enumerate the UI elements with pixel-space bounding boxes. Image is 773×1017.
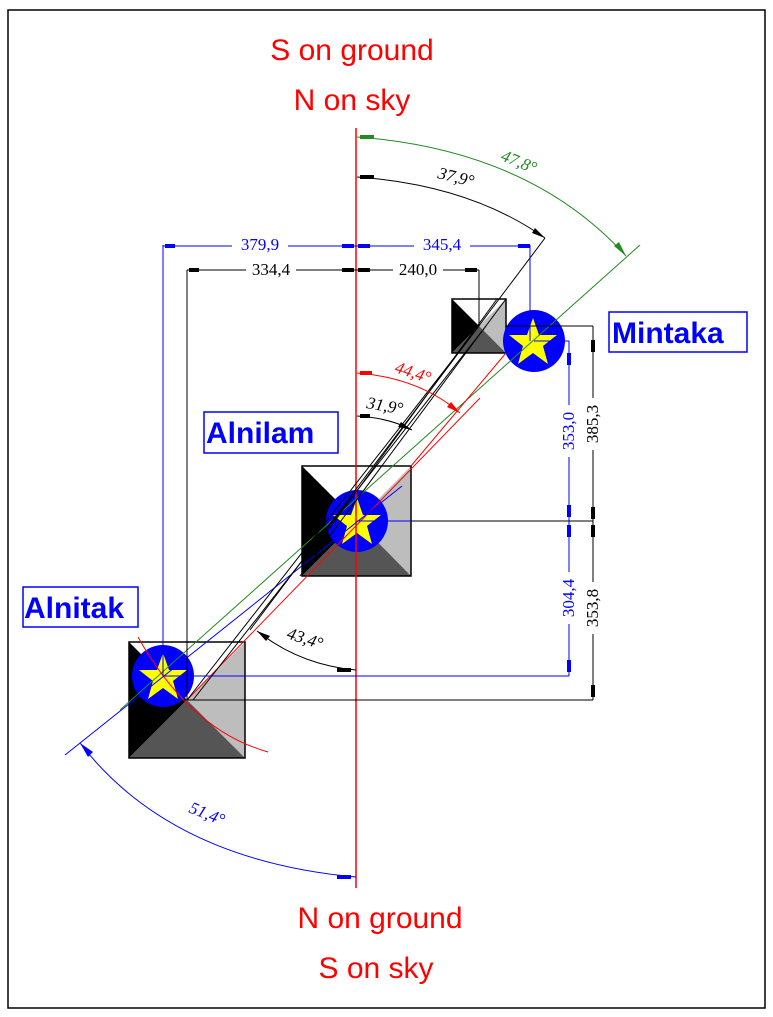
bottom-direction-line1: N on ground	[297, 902, 462, 935]
alignment-line-black-2	[249, 237, 546, 631]
svg-text:44,4°: 44,4°	[393, 358, 434, 387]
drawing-frame	[7, 9, 766, 1009]
alignment-line-red	[186, 397, 481, 701]
svg-text:37,9°: 37,9°	[435, 163, 476, 191]
svg-text:304,4: 304,4	[559, 578, 578, 617]
svg-text:345,4: 345,4	[423, 235, 462, 254]
svg-text:385,3: 385,3	[583, 405, 602, 443]
dimension-345-4: 345,4	[356, 235, 530, 254]
svg-text:43,4°: 43,4°	[285, 624, 326, 653]
alignment-line-green	[119, 244, 641, 711]
dimension-304-4: 304,4	[559, 525, 578, 672]
label-alnilam: Alnilam	[203, 411, 339, 454]
svg-text:240,0: 240,0	[399, 260, 437, 279]
svg-text:353,8: 353,8	[583, 589, 602, 627]
dimension-353-0: 353,0	[559, 341, 578, 676]
red-arc	[137, 636, 269, 753]
svg-text:353,0: 353,0	[559, 412, 578, 450]
top-direction-line1: S on ground	[270, 34, 433, 67]
svg-text:Alnitak: Alnitak	[24, 592, 124, 625]
dimension-334-4: 334,4	[187, 260, 356, 279]
label-mintaka: Mintaka	[608, 311, 748, 353]
svg-text:47,8°: 47,8°	[499, 146, 540, 177]
dimension-385-3: 385,3	[583, 326, 602, 700]
svg-text:Mintaka: Mintaka	[612, 317, 724, 350]
svg-text:31,9°: 31,9°	[364, 393, 404, 418]
angle-51-4: 51,4°	[79, 742, 357, 879]
svg-text:Alnilam: Alnilam	[206, 417, 314, 450]
dimension-353-8: 353,8	[583, 525, 602, 697]
angle-47-8: 47,8°	[356, 135, 627, 257]
svg-text:379,9: 379,9	[241, 235, 279, 254]
alignment-line-black-1	[186, 325, 480, 701]
label-alnitak: Alnitak	[22, 586, 139, 628]
svg-text:334,4: 334,4	[252, 260, 291, 279]
svg-text:51,4°: 51,4°	[187, 798, 228, 829]
angle-37-9: 37,9°	[356, 163, 546, 239]
bottom-direction-line2: S on sky	[318, 952, 433, 985]
alignment-line-blue	[64, 485, 403, 756]
angle-31-9: 31,9°	[356, 393, 413, 431]
dimension-240-0: 240,0	[356, 260, 479, 279]
top-direction-line2: N on sky	[294, 84, 411, 117]
dimension-379-9: 379,9	[163, 235, 356, 254]
angle-43-4: 43,4°	[256, 624, 357, 672]
